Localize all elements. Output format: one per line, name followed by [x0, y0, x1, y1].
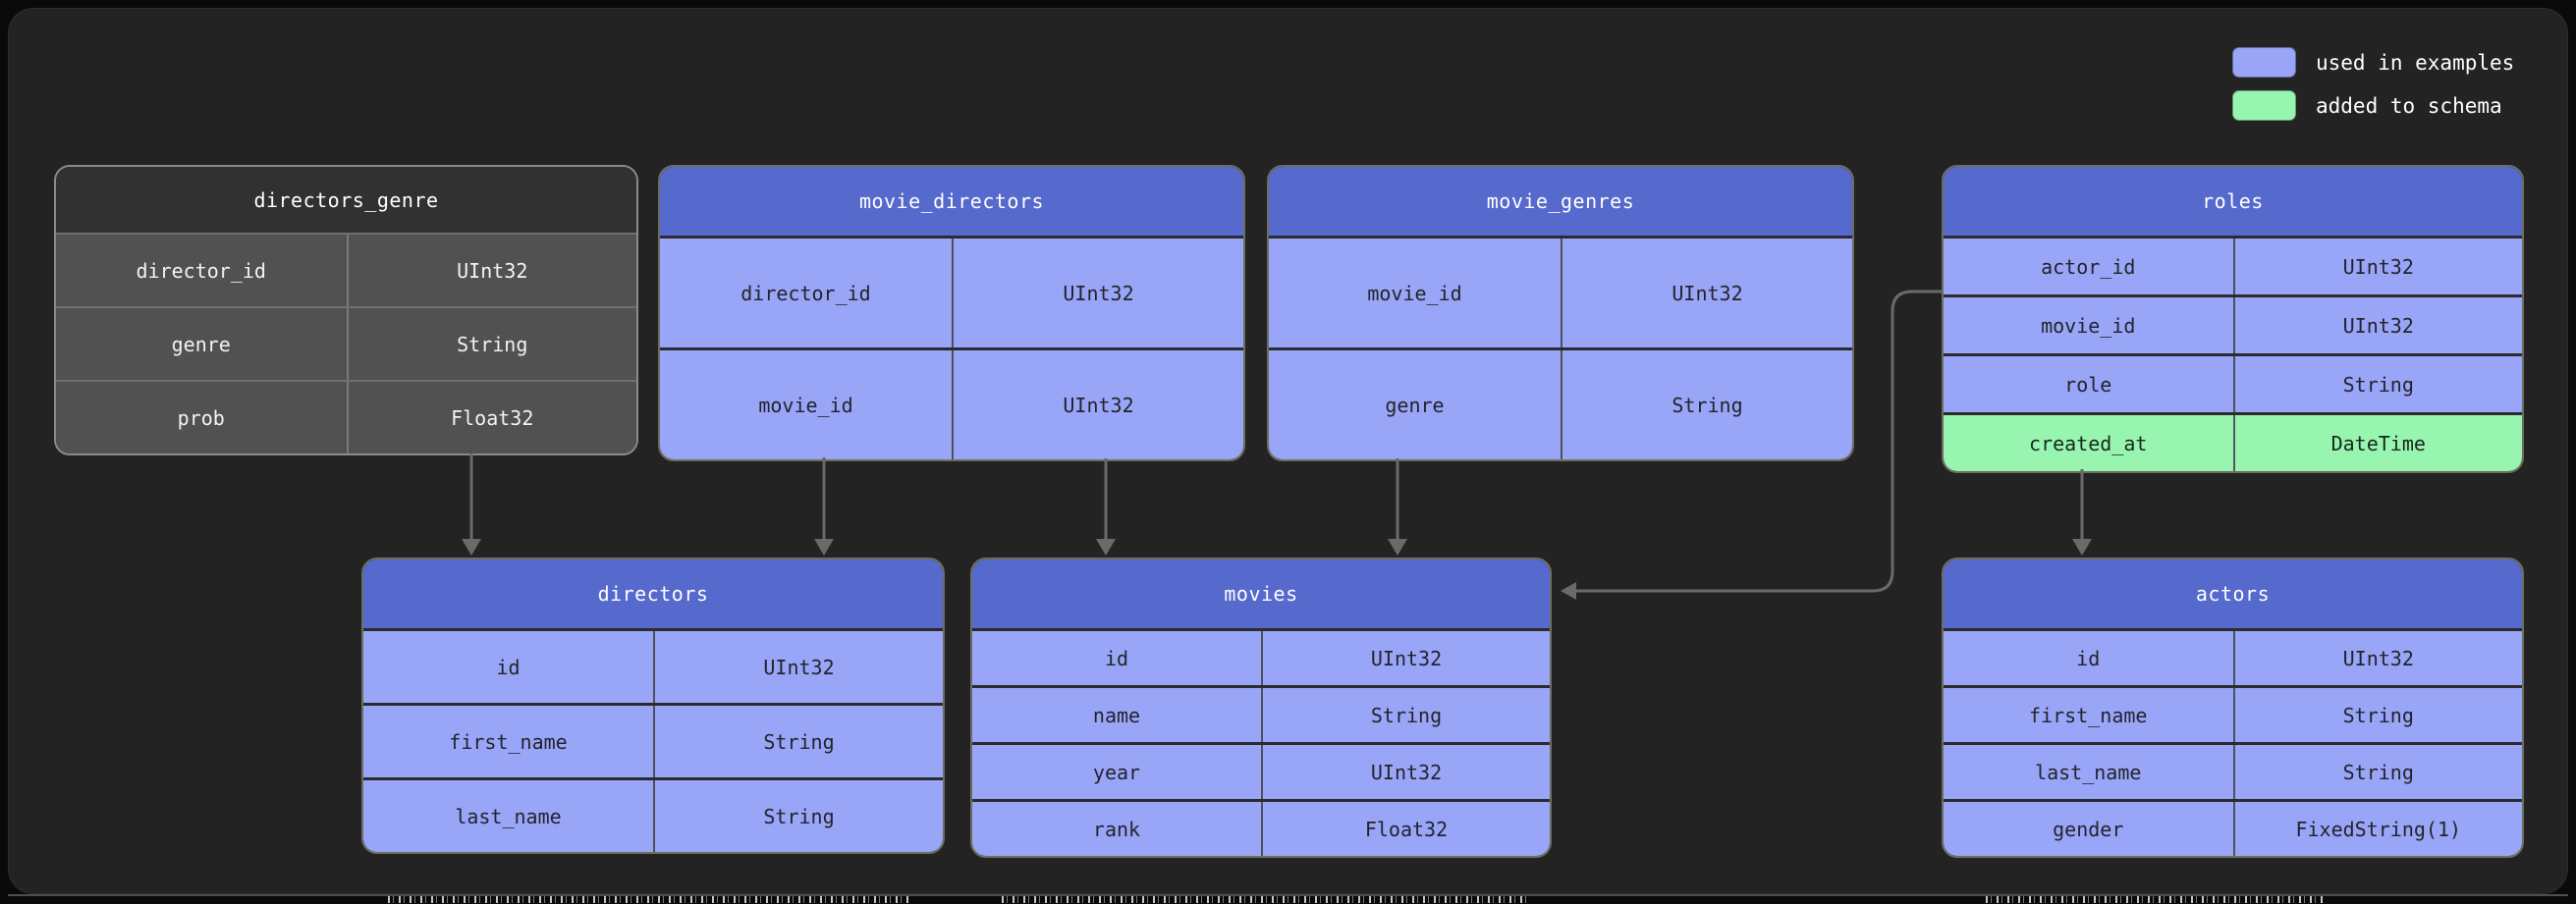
- cropped-text-noise: [388, 896, 908, 903]
- column-type-cell: UInt32: [1261, 631, 1550, 685]
- column-type-cell: UInt32: [2232, 631, 2522, 685]
- legend-label: added to schema: [2316, 93, 2502, 118]
- column-name-cell: director_id: [56, 235, 347, 306]
- column-type-cell: UInt32: [346, 235, 636, 306]
- arrowhead-movie_genres-to-movies-icon: [1388, 539, 1407, 556]
- column-type-cell: UInt32: [653, 631, 943, 703]
- column-name-cell: id: [363, 631, 653, 703]
- column-type-cell: UInt32: [2232, 297, 2522, 353]
- arrowhead-roles-to-movies-icon: [1561, 582, 1576, 600]
- cropped-content-divider: [8, 894, 2568, 896]
- column-type-cell: FixedString(1): [2232, 802, 2522, 856]
- column-type-cell: String: [2232, 688, 2522, 742]
- arrowhead-movie_directors-to-movies-icon: [1096, 539, 1116, 556]
- table-title: roles: [1944, 167, 2522, 236]
- cropped-text-noise: [1986, 896, 2324, 903]
- table-title: actors: [1944, 559, 2522, 628]
- column-type-cell: String: [346, 308, 636, 380]
- arrowhead-roles-to-actors-icon: [2072, 539, 2092, 556]
- column-name-cell: last_name: [363, 780, 653, 852]
- column-type-cell: DateTime: [2232, 415, 2522, 471]
- column-type-cell: String: [653, 706, 943, 777]
- column-type-cell: UInt32: [952, 239, 1243, 347]
- column-name-cell: name: [972, 688, 1261, 742]
- column-type-cell: String: [1561, 350, 1852, 459]
- column-name-cell: actor_id: [1944, 239, 2233, 294]
- column-type-cell: String: [653, 780, 943, 852]
- legend-swatch-added-to-schema-icon: [2232, 90, 2296, 121]
- column-type-cell: Float32: [1261, 802, 1550, 856]
- column-name-cell: movie_id: [660, 350, 952, 459]
- column-type-cell: UInt32: [1261, 745, 1550, 799]
- column-type-cell: UInt32: [2232, 239, 2522, 294]
- legend-label: used in examples: [2316, 50, 2515, 75]
- column-name-cell: role: [1944, 356, 2233, 412]
- column-type-cell: UInt32: [952, 350, 1243, 459]
- column-type-cell: UInt32: [1561, 239, 1852, 347]
- table-title: directors: [363, 559, 943, 628]
- column-name-cell: created_at: [1944, 415, 2233, 471]
- column-name-cell: prob: [56, 382, 347, 453]
- column-name-cell: movie_id: [1269, 239, 1561, 347]
- column-name-cell: genre: [1269, 350, 1561, 459]
- column-name-cell: first_name: [1944, 688, 2233, 742]
- table-title: directors_genre: [56, 167, 636, 233]
- column-name-cell: director_id: [660, 239, 952, 347]
- arrowhead-directors_genre-to-directors-icon: [462, 539, 481, 556]
- column-name-cell: rank: [972, 802, 1261, 856]
- legend: used in examples added to schema: [2232, 47, 2514, 121]
- cropped-text-noise: [1002, 896, 1528, 903]
- legend-item-added-to-schema: added to schema: [2232, 90, 2514, 121]
- arrowhead-movie_directors-to-directors-icon: [814, 539, 834, 556]
- column-name-cell: year: [972, 745, 1261, 799]
- table-title: movie_genres: [1269, 167, 1852, 236]
- column-name-cell: movie_id: [1944, 297, 2233, 353]
- column-name-cell: first_name: [363, 706, 653, 777]
- column-type-cell: String: [1261, 688, 1550, 742]
- column-name-cell: gender: [1944, 802, 2233, 856]
- column-name-cell: genre: [56, 308, 347, 380]
- column-type-cell: Float32: [346, 382, 636, 453]
- column-type-cell: String: [2232, 356, 2522, 412]
- column-name-cell: id: [972, 631, 1261, 685]
- table-title: movie_directors: [660, 167, 1243, 236]
- column-name-cell: id: [1944, 631, 2233, 685]
- column-name-cell: last_name: [1944, 745, 2233, 799]
- legend-swatch-used-in-examples-icon: [2232, 47, 2296, 78]
- legend-item-used-in-examples: used in examples: [2232, 47, 2514, 78]
- column-type-cell: String: [2232, 745, 2522, 799]
- table-title: movies: [972, 559, 1550, 628]
